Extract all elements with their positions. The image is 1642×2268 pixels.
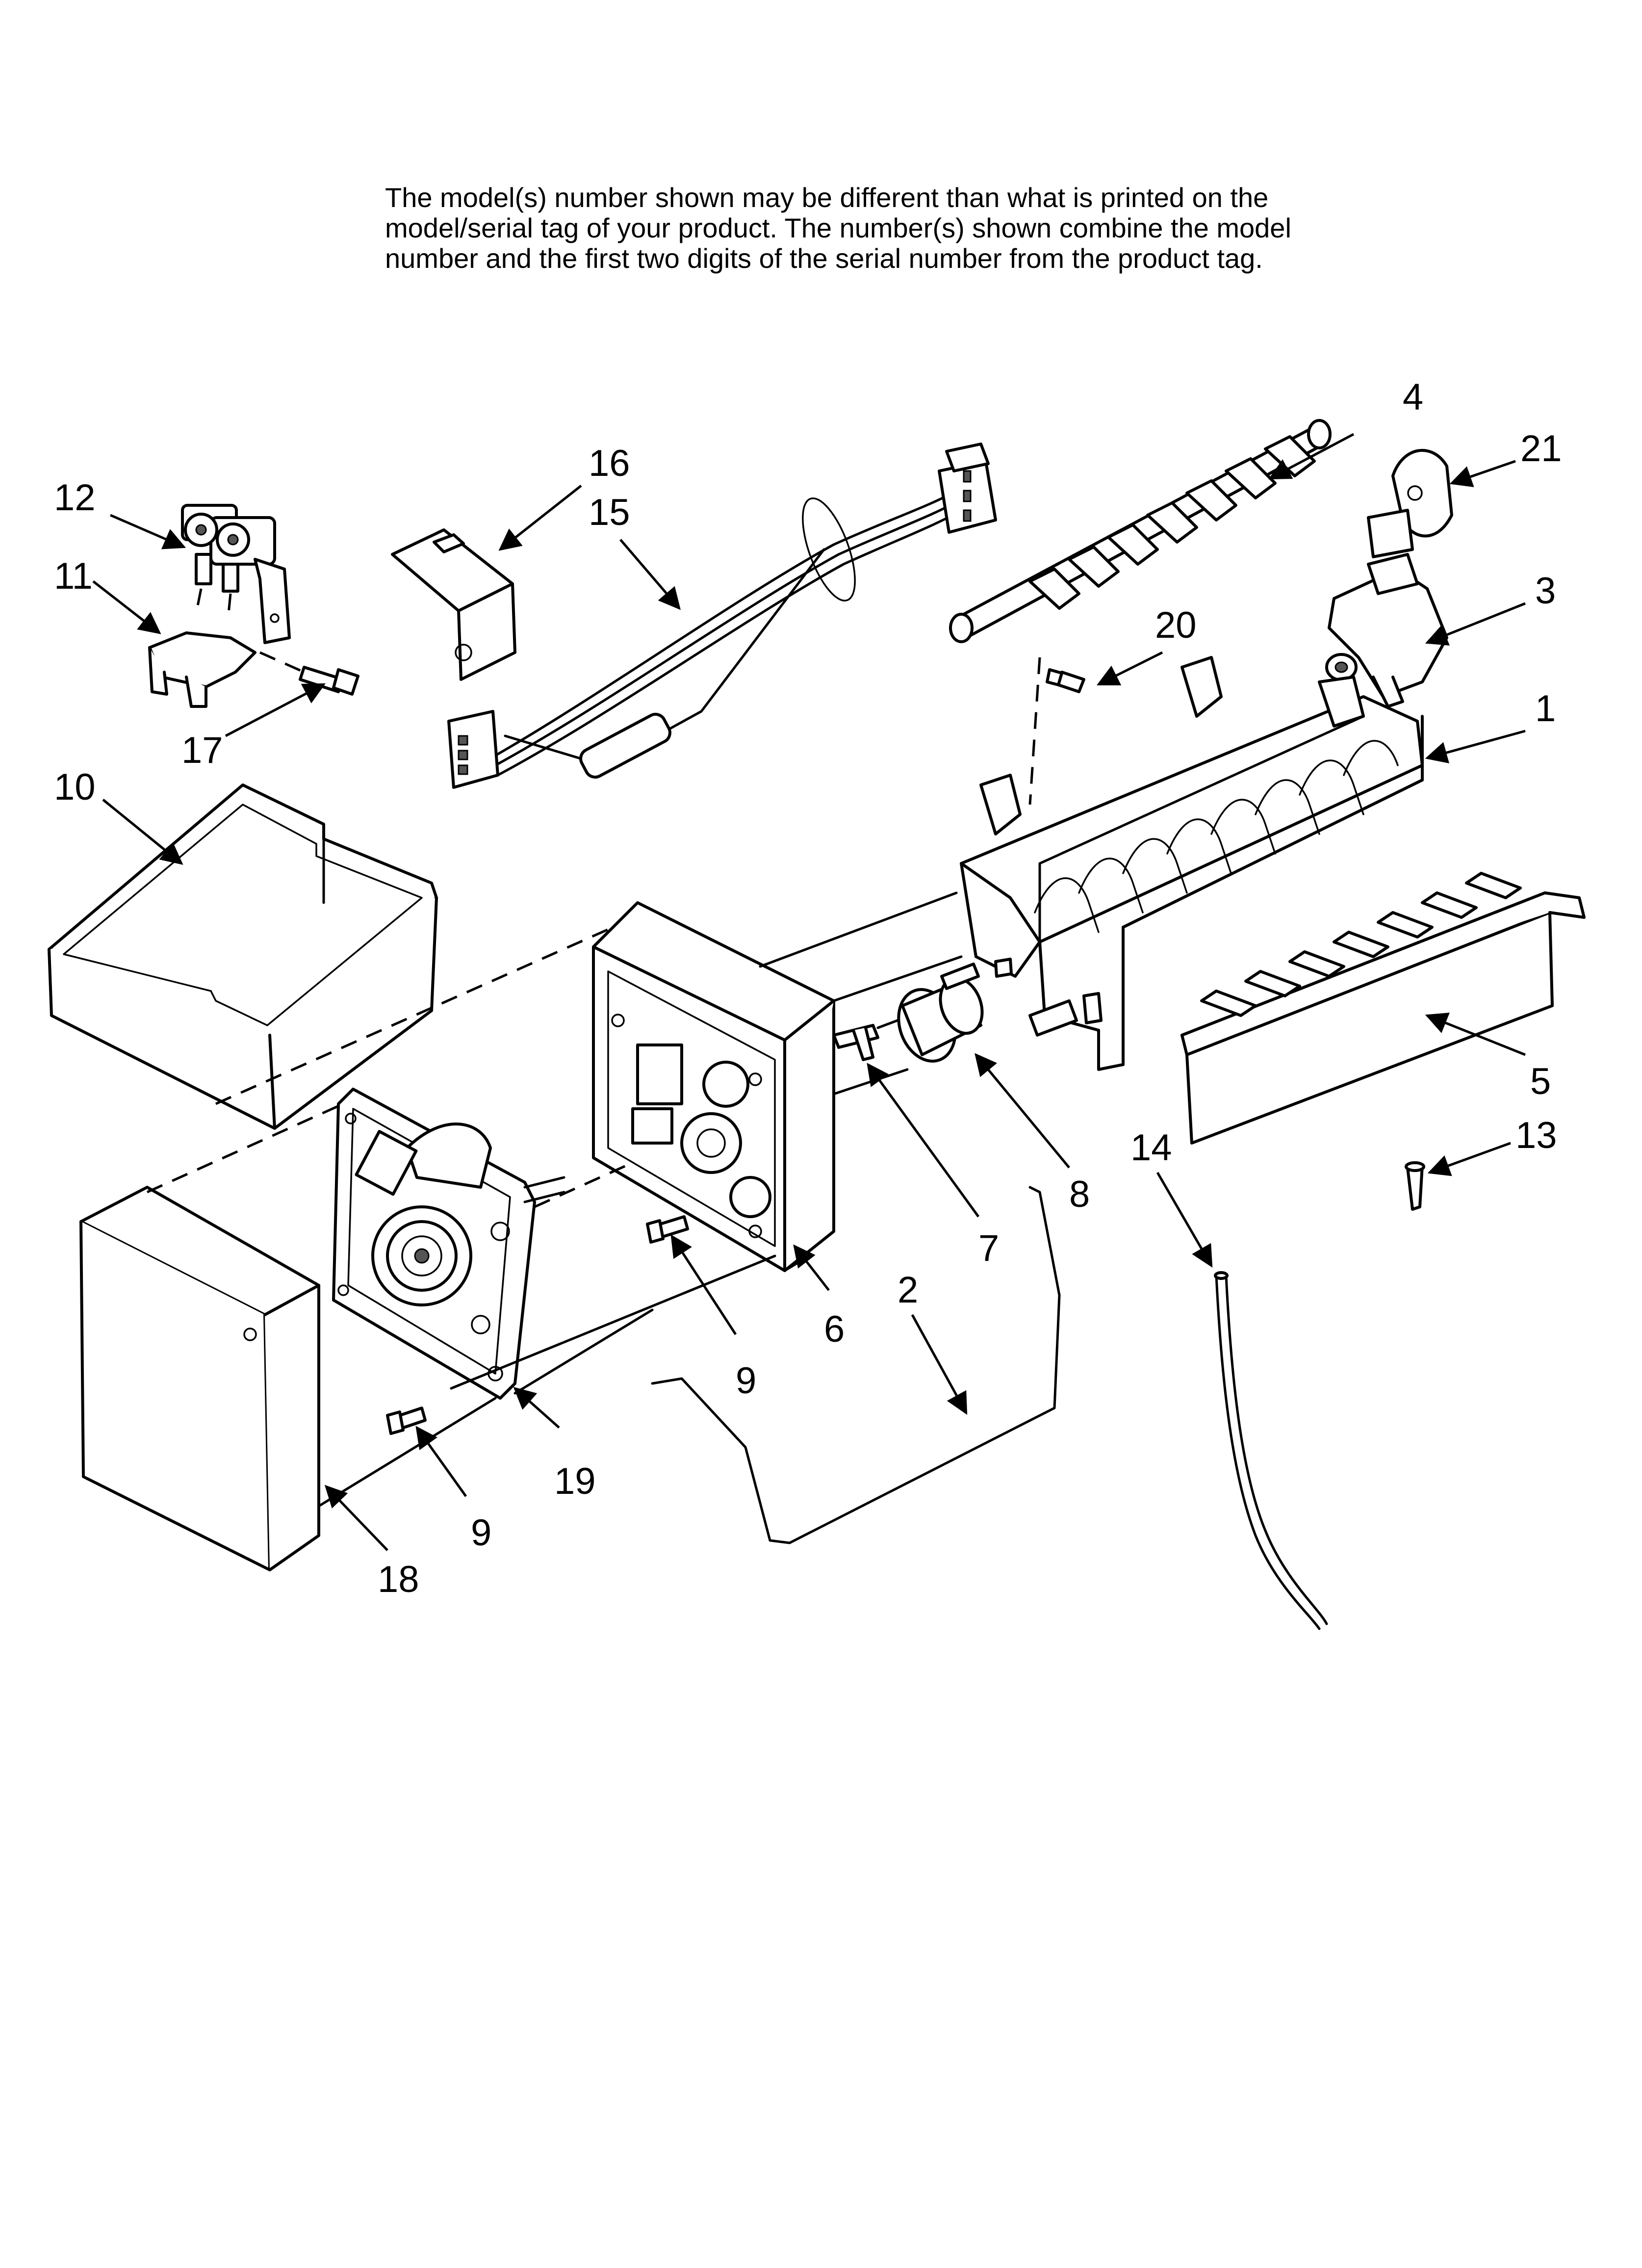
alignment-lines (146, 891, 958, 1508)
callout-11: 11 (54, 555, 93, 597)
leader-lines (92, 433, 1526, 1551)
callout-15: 15 (589, 492, 630, 533)
fill-tube (1214, 1271, 1328, 1630)
callout-19: 19 (554, 1460, 596, 1502)
fill-cup (1325, 553, 1448, 708)
screw-20 (1028, 657, 1085, 805)
callout-13: 13 (1515, 1115, 1557, 1156)
screw-9-lower (386, 1407, 427, 1435)
note-line: number and the first two digits of the s… (385, 243, 1263, 274)
heater-pin (832, 1024, 879, 1061)
callout-18: 18 (378, 1559, 419, 1600)
screw-9-upper (646, 1215, 689, 1244)
callout-10: 10 (54, 766, 96, 808)
model-number-note: The model(s) number shown may be differe… (385, 182, 1415, 274)
ice-mold (960, 656, 1424, 1071)
callout-17: 17 (181, 730, 223, 771)
callout-16: 16 (589, 443, 630, 484)
screw-17 (259, 651, 359, 696)
motor-module (332, 1088, 565, 1400)
callout-21: 21 (1520, 428, 1562, 469)
ejector (949, 419, 1332, 643)
note-line: The model(s) number shown may be differe… (385, 182, 1269, 213)
ice-bin (48, 783, 438, 1130)
cam (1367, 448, 1453, 558)
thermostat (876, 963, 1078, 1063)
motor-cover (79, 1186, 320, 1571)
callout-9-upper: 9 (736, 1360, 756, 1402)
water-valve-assembly (181, 504, 291, 644)
callout-3: 3 (1535, 570, 1556, 612)
callout-7: 7 (978, 1227, 999, 1269)
callout-14: 14 (1130, 1127, 1172, 1169)
callout-8: 8 (1069, 1173, 1090, 1215)
valve-bracket (148, 631, 257, 708)
stripper (1180, 872, 1586, 1145)
note-line: model/serial tag of your product. The nu… (385, 212, 1291, 243)
callout-labels: 4 21 3 20 1 5 13 14 8 7 6 2 9 19 9 18 10… (54, 376, 1562, 1600)
callout-4: 4 (1403, 376, 1423, 418)
callout-5: 5 (1530, 1061, 1551, 1102)
callout-12: 12 (54, 477, 96, 519)
wire-bracket (391, 528, 516, 681)
callout-2: 2 (898, 1269, 918, 1311)
callout-20: 20 (1155, 604, 1197, 646)
callout-6: 6 (824, 1308, 845, 1350)
control-housing (592, 901, 963, 1272)
callout-1: 1 (1535, 688, 1556, 730)
wire-harness (447, 443, 997, 789)
callout-9-lower: 9 (471, 1512, 491, 1554)
plug (1405, 1161, 1425, 1211)
shutoff-arm (651, 1186, 1061, 1544)
